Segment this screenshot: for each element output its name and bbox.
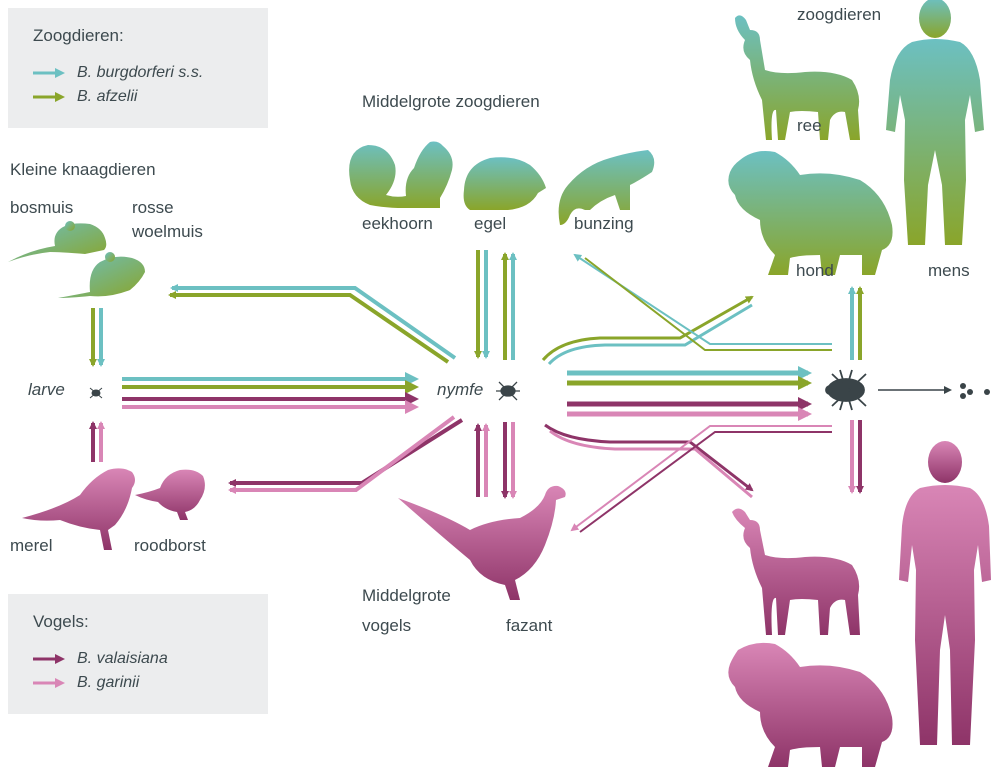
mens-top-icon — [886, 0, 984, 245]
legend-item-burgdorferi: B. burgdorferi s.s. — [33, 64, 203, 82]
arrow-nymfe-to-birds — [230, 417, 462, 490]
label-bunzing: bunzing — [574, 214, 634, 234]
legend-label-afzelii: B. afzelii — [77, 88, 137, 106]
hond-bottom-icon — [728, 643, 892, 767]
legend-item-afzelii: B. afzelii — [33, 88, 137, 106]
label-roodborst: roodborst — [134, 536, 206, 556]
arrow-fazant-nymfe — [478, 422, 513, 497]
nymfe-tick-icon — [496, 382, 520, 400]
legend-mammals: Zoogdieren: B. burgdorferi s.s. B. afzel… — [8, 8, 268, 128]
bosmuis-icon — [8, 221, 106, 262]
legend-label-burgdorferi: B. burgdorferi s.s. — [77, 64, 203, 82]
group-label-medium-mammals: Middelgrote zoogdieren — [362, 92, 540, 112]
legend-birds-title: Vogels: — [33, 612, 89, 632]
group-label-medium-birds-2: vogels — [362, 616, 411, 636]
rosse-woelmuis-icon — [58, 252, 145, 298]
arrow-nymfe-to-adult — [567, 373, 808, 414]
legend-mammals-title: Zoogdieren: — [33, 26, 124, 46]
ree-bottom-icon — [732, 509, 860, 636]
eekhoorn-icon — [349, 142, 452, 209]
label-nymfe: nymfe — [437, 380, 483, 400]
label-rosse: rosse — [132, 198, 174, 218]
arrow-larve-to-nymfe — [122, 379, 415, 407]
egel-icon — [464, 157, 546, 210]
legend-label-garinii: B. garinii — [77, 674, 139, 692]
group-label-medium-birds-1: Middelgrote — [362, 586, 451, 606]
legend-label-valaisiana: B. valaisiana — [77, 650, 168, 668]
fazant-icon — [398, 486, 566, 600]
arrow-adult-to-hond — [852, 288, 860, 360]
label-ree: ree — [797, 116, 822, 136]
pink-arrow-icon — [33, 677, 65, 689]
label-woelmuis: woelmuis — [132, 222, 203, 242]
label-merel: merel — [10, 536, 53, 556]
arrow-rodents-to-larve — [93, 308, 101, 365]
group-label-large-mammals: zoogdieren — [797, 5, 881, 25]
label-hond: hond — [796, 261, 834, 281]
arrow-nymfe-to-rodents — [170, 288, 455, 362]
legend-birds: Vogels: B. valaisiana B. garinii — [8, 594, 268, 714]
arrow-birds-to-larve — [93, 423, 101, 462]
green-arrow-icon — [33, 91, 65, 103]
mens-bottom-icon — [899, 441, 991, 745]
adult-tick-icon — [826, 370, 866, 410]
label-fazant: fazant — [506, 616, 552, 636]
group-label-small-rodents: Kleine knaagdieren — [10, 160, 156, 180]
label-larve: larve — [28, 380, 65, 400]
purple-arrow-icon — [33, 653, 65, 665]
label-eekhoorn: eekhoorn — [362, 214, 433, 234]
larve-tick-icon — [90, 388, 102, 398]
label-bosmuis: bosmuis — [10, 198, 73, 218]
arrow-large-mammals-to-bunzing — [575, 255, 832, 350]
label-mens: mens — [928, 261, 970, 281]
arrow-medium-mammals-nymfe — [478, 250, 513, 360]
legend-item-garinii: B. garinii — [33, 674, 139, 692]
eggs-icon — [960, 383, 990, 399]
hond-icon — [728, 151, 892, 275]
arrow-nymfe-to-ree-birds — [545, 425, 752, 497]
roodborst-icon — [135, 470, 205, 520]
arrow-adult-to-deer-birds — [852, 420, 860, 492]
label-egel: egel — [474, 214, 506, 234]
legend-item-valaisiana: B. valaisiana — [33, 650, 168, 668]
teal-arrow-icon — [33, 67, 65, 79]
